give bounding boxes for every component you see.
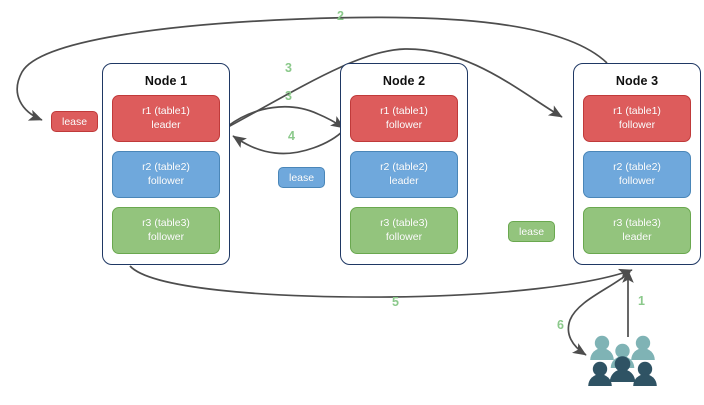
replica-r1[interactable]: r1 (table1) follower: [583, 95, 691, 142]
arrow-step-5: [129, 265, 633, 298]
lease-chip-r1[interactable]: lease: [51, 111, 99, 132]
replica-role: leader: [151, 118, 181, 131]
node-card-1[interactable]: Node 1 r1 (table1) leader r2 (table2) fo…: [102, 63, 230, 265]
node-card-2[interactable]: Node 2 r1 (table1) follower r2 (table2) …: [340, 63, 468, 265]
replica-role: leader: [389, 174, 419, 187]
replica-role: follower: [385, 118, 423, 131]
step-label-4: 4: [288, 129, 295, 143]
replica-r2[interactable]: r2 (table2) follower: [112, 151, 220, 198]
node-title: Node 3: [615, 74, 659, 88]
replica-name: r3 (table3): [142, 217, 190, 229]
lease-chip-r2[interactable]: lease: [278, 167, 326, 188]
replica-list: r1 (table1) leader r2 (table2) follower …: [112, 95, 220, 254]
replica-role: follower: [385, 230, 423, 243]
replica-name: r2 (table2): [380, 161, 428, 173]
step-label-2: 2: [337, 9, 344, 23]
arrow-step-3-to-node2: [227, 105, 345, 129]
lease-chip-r3[interactable]: lease: [508, 221, 556, 242]
replica-r1[interactable]: r1 (table1) leader: [112, 95, 220, 142]
step-label-3a: 3: [285, 61, 292, 75]
replica-name: r3 (table3): [613, 217, 661, 229]
step-label-5: 5: [392, 295, 399, 309]
replica-role: follower: [618, 118, 656, 131]
replica-name: r1 (table1): [380, 105, 428, 117]
replica-r3[interactable]: r3 (table3) follower: [350, 207, 458, 254]
step-label-6: 6: [557, 318, 564, 332]
replica-r1[interactable]: r1 (table1) follower: [350, 95, 458, 142]
replica-r3[interactable]: r3 (table3) follower: [112, 207, 220, 254]
replica-name: r2 (table2): [613, 161, 661, 173]
replica-list: r1 (table1) follower r2 (table2) leader …: [350, 95, 458, 254]
node-card-3[interactable]: Node 3 r1 (table1) follower r2 (table2) …: [573, 63, 701, 265]
replica-list: r1 (table1) follower r2 (table2) followe…: [583, 95, 691, 254]
replica-role: follower: [618, 174, 656, 187]
replica-role: follower: [147, 174, 185, 187]
node-title: Node 2: [382, 74, 426, 88]
node-title: Node 1: [144, 74, 188, 88]
step-label-1: 1: [638, 294, 645, 308]
users-group-icon: [588, 335, 657, 386]
replica-r2[interactable]: r2 (table2) leader: [350, 151, 458, 198]
step-label-3b: 3: [285, 89, 292, 103]
replica-r3[interactable]: r3 (table3) leader: [583, 207, 691, 254]
replica-name: r1 (table1): [613, 105, 661, 117]
replica-role: leader: [622, 230, 652, 243]
replica-name: r3 (table3): [380, 217, 428, 229]
replica-role: follower: [147, 230, 185, 243]
replica-r2[interactable]: r2 (table2) follower: [583, 151, 691, 198]
replica-name: r2 (table2): [142, 161, 190, 173]
replica-name: r1 (table1): [142, 105, 190, 117]
